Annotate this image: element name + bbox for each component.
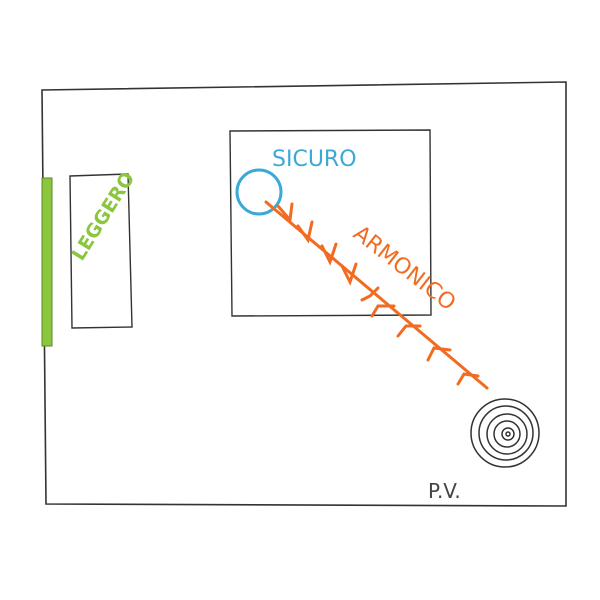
viewpoint-spiral-icon [470, 398, 540, 468]
center-element-rect [229, 129, 432, 317]
armonico-label: ARMONICO [348, 221, 460, 316]
room-outline [41, 81, 567, 507]
sicuro-label: SICURO [272, 147, 357, 172]
safe-spot-circle [235, 168, 283, 216]
pv-label: P.V. [428, 479, 461, 503]
left-element-rect [69, 173, 133, 329]
green-wall-bar [41, 177, 53, 347]
harmonic-path [264, 200, 489, 390]
